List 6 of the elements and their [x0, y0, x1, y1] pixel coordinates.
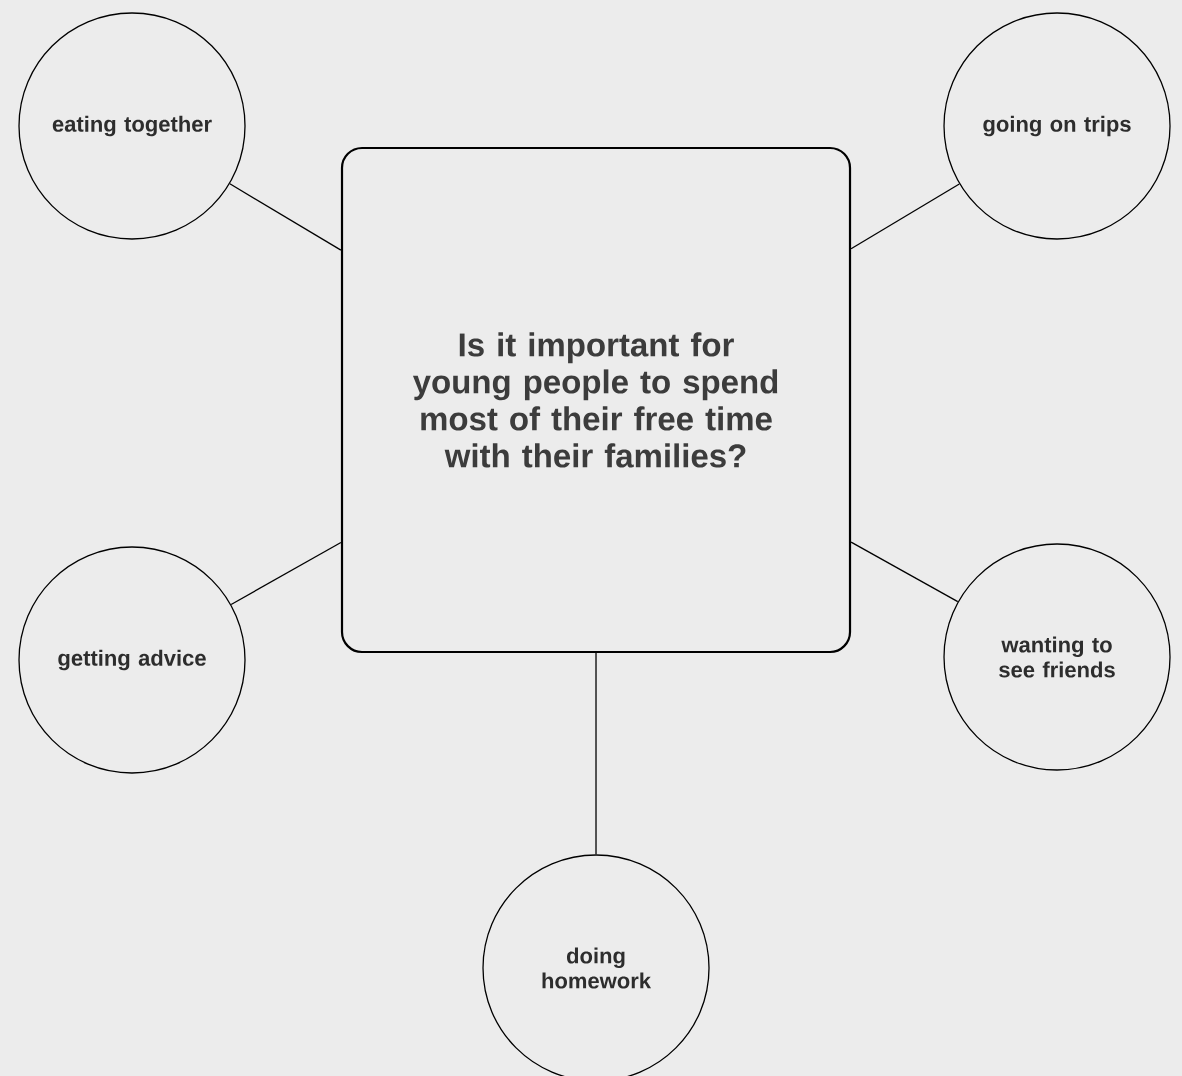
connector-line — [850, 183, 960, 250]
connector-line — [230, 541, 342, 606]
connector-line — [229, 183, 342, 251]
connector-line — [850, 541, 959, 603]
connector-line — [595, 652, 597, 855]
question-box: Is it important for young people to spend most of their free time with their families? — [340, 146, 852, 654]
